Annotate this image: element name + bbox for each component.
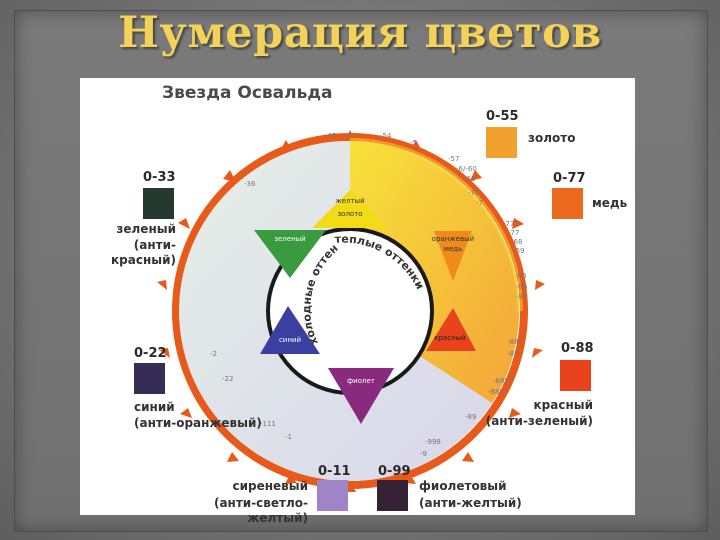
red-triangle	[426, 308, 476, 351]
ring-code: -6/-60	[456, 165, 477, 173]
ring-code: -888	[493, 377, 509, 385]
ring-code: -4	[345, 132, 353, 140]
swatch-label-sireneviy: сиреневый	[232, 479, 308, 493]
ring-code: -87	[516, 293, 527, 301]
swatch-label-siniy: синий	[134, 400, 175, 414]
ring-code: -22	[222, 375, 233, 383]
ring-code: -89	[465, 413, 476, 421]
swatch-fioletoviy	[377, 480, 408, 511]
image-panel: желтый золото оранжевый медь красный фио…	[80, 78, 635, 515]
ring-code: -36	[244, 180, 256, 188]
swatch-krasny	[560, 360, 591, 391]
swatch-code-krasny: 0-88	[561, 341, 594, 356]
ring-code: -77	[508, 229, 519, 237]
swatch-sublabel-zeleny: (анти-красный)	[111, 238, 176, 267]
ring-code: -998	[425, 438, 441, 446]
ring-code: -889	[488, 388, 504, 396]
ring-code: -69	[513, 247, 524, 255]
ring-code: -9	[420, 450, 427, 458]
swatch-label-zoloto: золото	[528, 131, 576, 145]
ring-code: -2	[210, 350, 217, 358]
ring-code: -86	[516, 283, 528, 291]
yellow-triangle	[312, 190, 388, 228]
swatch-sublabel-fioletoviy: (анти-желтый)	[419, 496, 522, 510]
blue-triangle-label: синий	[279, 336, 301, 344]
ring-code: -5	[410, 139, 417, 147]
ring-code: -88	[507, 350, 518, 358]
swatch-label-fioletoviy: фиолетовый	[419, 479, 507, 493]
orange-triangle	[434, 231, 472, 281]
swatch-label-krasny: красный	[533, 398, 594, 412]
orange-triangle-label-2: медь	[444, 245, 463, 253]
swatch-sublabel-krasny: (анти-зеленый)	[485, 414, 593, 428]
orange-triangle-label-1: оранжевый	[432, 235, 474, 243]
violet-triangle-label: фиолет	[347, 377, 375, 385]
swatch-sireneviy	[317, 480, 348, 511]
ring-code: -777	[503, 220, 519, 228]
ring-code: -45	[325, 132, 336, 140]
swatch-med	[552, 188, 583, 219]
swatch-code-fioletoviy: 0-99	[378, 464, 411, 479]
ring-code: -65	[464, 175, 475, 183]
green-triangle	[254, 230, 326, 278]
ring-code: -68	[511, 238, 522, 246]
ring-code: -887	[507, 338, 523, 346]
diagram-heading: Звезда Освальда	[162, 83, 333, 103]
yellow-triangle-label-2: золото	[337, 210, 362, 218]
blue-triangle	[260, 306, 320, 354]
oswald-star-diagram: желтый золото оранжевый медь красный фио…	[80, 78, 545, 492]
ring-code: -7	[476, 199, 483, 207]
swatch-code-zoloto: 0-55	[486, 109, 519, 124]
swatch-code-zeleny: 0-33	[143, 170, 176, 185]
swatch-sublabel-sireneviy: (анти-светло-желтый)	[213, 496, 308, 525]
green-triangle-label: зеленый	[274, 235, 305, 243]
swatch-sublabel-siniy: (анти-оранжевый)	[134, 416, 262, 430]
swatch-code-siniy: 0-22	[134, 346, 167, 361]
red-triangle-label: красный	[434, 334, 465, 342]
swatch-code-med: 0-77	[553, 171, 586, 186]
ring-code: -57	[448, 155, 459, 163]
ring-codes: -45 -4 -54 -5 -57 -6/-60 -65 -70 -7 -777…	[210, 132, 528, 458]
swatch-zoloto	[486, 127, 517, 158]
ring-code: -54	[380, 132, 392, 140]
swatch-label-zeleny: зеленый	[116, 222, 176, 236]
ring-code: -1	[285, 433, 292, 441]
ring-code: -70	[468, 189, 479, 197]
swatch-code-sireneviy: 0-11	[318, 464, 351, 479]
slide-title: Нумерация цветов	[118, 8, 602, 58]
ring-code: -111	[260, 420, 276, 428]
swatch-zeleny	[143, 188, 174, 219]
swatch-label-med: медь	[592, 196, 628, 210]
outer-ring	[172, 133, 528, 489]
yellow-triangle-label-1: желтый	[335, 197, 364, 205]
swatch-siniy	[134, 363, 165, 394]
ring-code: -80	[515, 272, 526, 280]
violet-triangle	[328, 368, 394, 424]
